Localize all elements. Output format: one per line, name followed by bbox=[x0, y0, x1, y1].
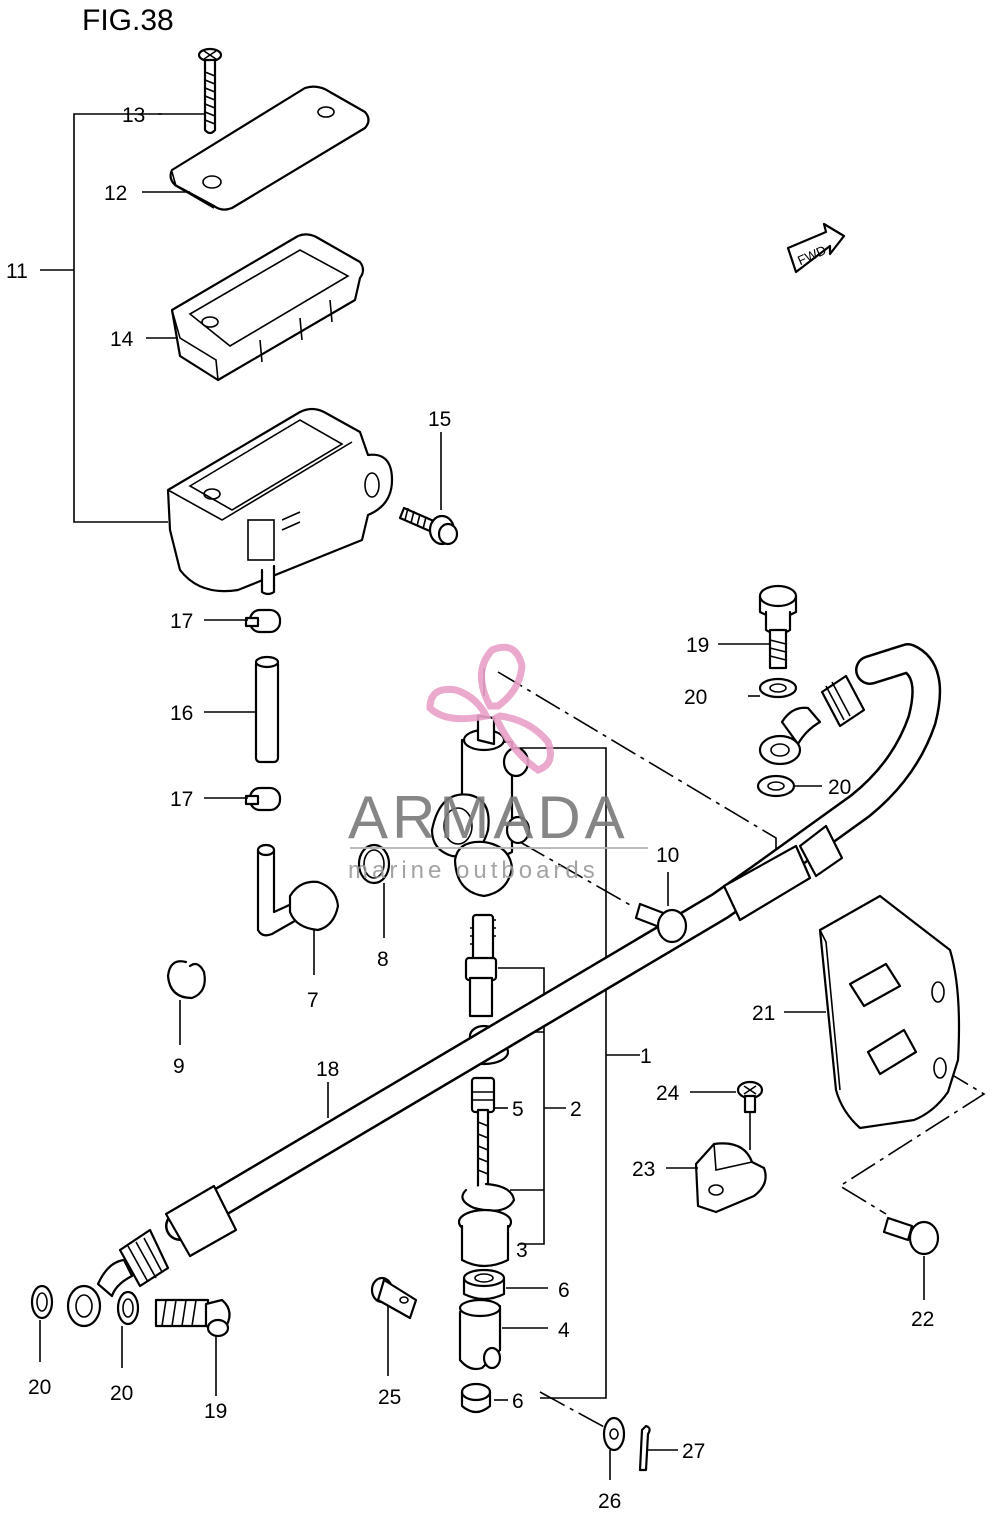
callout-7: 7 bbox=[307, 989, 319, 1012]
callout-25: 25 bbox=[378, 1386, 401, 1409]
nut-6-lower bbox=[460, 1382, 492, 1414]
callout-24: 24 bbox=[656, 1082, 680, 1105]
figure-title: FIG.38 bbox=[82, 4, 174, 37]
clevis-pin-25 bbox=[370, 1276, 418, 1320]
callout-13: 13 bbox=[122, 104, 145, 127]
bolt-10 bbox=[634, 902, 688, 944]
callout-12: 12 bbox=[104, 182, 127, 205]
boot-3 bbox=[457, 1208, 513, 1268]
piston bbox=[464, 956, 498, 1018]
clamp-17-lower bbox=[244, 786, 282, 812]
callout-6-lower: 6 bbox=[512, 1390, 524, 1413]
union-bolt-19-upper bbox=[758, 584, 798, 670]
callout-22: 22 bbox=[911, 1308, 934, 1331]
callout-20-c: 20 bbox=[28, 1376, 51, 1399]
circlip-9 bbox=[166, 960, 206, 1000]
reservoir-body-11 bbox=[166, 407, 394, 596]
callout-1: 1 bbox=[640, 1045, 652, 1068]
callout-19-upper: 19 bbox=[686, 634, 709, 657]
callout-14: 14 bbox=[110, 328, 134, 351]
banjo-fitting-lower bbox=[66, 1258, 134, 1328]
callout-20-b: 20 bbox=[828, 776, 851, 799]
diaphragm-14 bbox=[170, 233, 365, 382]
guard-21 bbox=[818, 894, 961, 1130]
washer-20-a bbox=[758, 677, 798, 699]
callout-26: 26 bbox=[598, 1490, 621, 1513]
master-cylinder-1 bbox=[430, 714, 531, 898]
callout-6-upper: 6 bbox=[558, 1279, 570, 1302]
callout-19-lower: 19 bbox=[204, 1400, 227, 1423]
clamp-17-upper bbox=[244, 608, 282, 634]
banjo-fitting-upper bbox=[758, 706, 822, 766]
callout-27: 27 bbox=[682, 1440, 705, 1463]
callout-17-lower: 17 bbox=[170, 788, 193, 811]
washer-20-b bbox=[756, 774, 796, 798]
watermark-name: ARMADA bbox=[348, 784, 629, 851]
callout-4: 4 bbox=[558, 1319, 570, 1342]
cotter-pin-27 bbox=[638, 1424, 651, 1472]
callout-20-a: 20 bbox=[684, 686, 707, 709]
callout-21: 21 bbox=[752, 1002, 775, 1025]
washer-20-c bbox=[30, 1284, 54, 1320]
reservoir-cap-12 bbox=[169, 85, 370, 211]
clevis-4 bbox=[458, 1298, 502, 1371]
fwd-arrow-icon: FWD bbox=[786, 222, 846, 274]
callout-17-upper: 17 bbox=[170, 610, 193, 633]
push-rod-5 bbox=[470, 1076, 496, 1197]
hose-16 bbox=[254, 655, 280, 764]
callout-23: 23 bbox=[632, 1158, 655, 1181]
watermark-subtitle: marine outboards bbox=[348, 857, 599, 884]
screw-24 bbox=[736, 1080, 764, 1114]
brake-hose-18 bbox=[118, 643, 942, 1288]
bolt-22 bbox=[882, 1216, 940, 1256]
callout-15: 15 bbox=[428, 408, 451, 431]
callout-9: 9 bbox=[173, 1055, 185, 1078]
callout-18: 18 bbox=[316, 1058, 339, 1081]
washer-20-d bbox=[116, 1290, 140, 1326]
nut-6-upper bbox=[462, 1268, 506, 1301]
snap-ring bbox=[461, 1182, 516, 1212]
union-bolt-19-lower bbox=[154, 1298, 231, 1338]
propeller-logo-icon bbox=[426, 643, 554, 774]
callout-2: 2 bbox=[570, 1098, 582, 1121]
callout-16: 16 bbox=[170, 702, 193, 725]
callout-10: 10 bbox=[656, 844, 679, 867]
bolt-15 bbox=[398, 506, 459, 546]
screw-13 bbox=[197, 47, 223, 135]
callout-11: 11 bbox=[6, 260, 28, 283]
washer-26 bbox=[602, 1416, 626, 1452]
spring bbox=[470, 913, 496, 963]
callout-8: 8 bbox=[377, 948, 389, 971]
callout-5: 5 bbox=[512, 1098, 524, 1121]
bracket-11 bbox=[73, 113, 168, 523]
elbow-connector-7 bbox=[256, 843, 340, 937]
callout-3: 3 bbox=[516, 1239, 528, 1262]
armada-watermark: ARMADA marine outboards bbox=[348, 643, 648, 884]
callout-20-d: 20 bbox=[110, 1382, 133, 1405]
bracket-23 bbox=[694, 1142, 767, 1214]
